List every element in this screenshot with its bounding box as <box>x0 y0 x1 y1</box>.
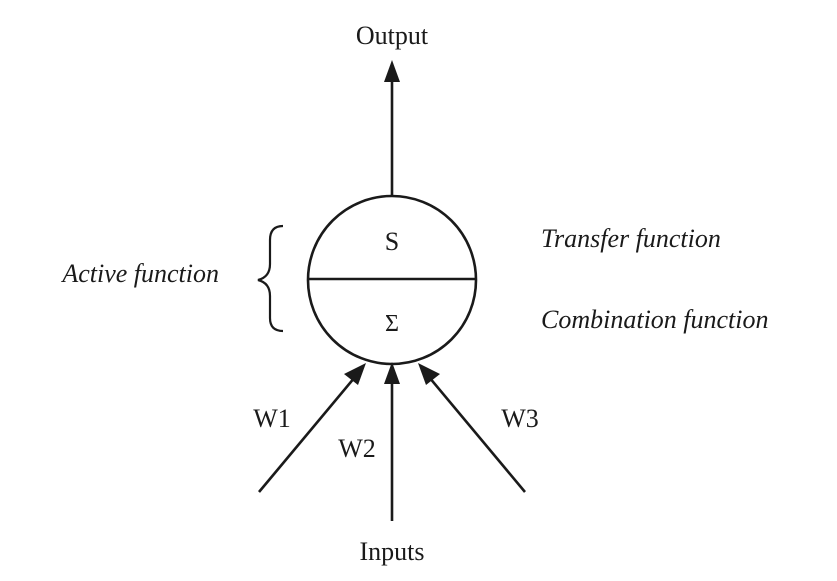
active-function-brace <box>257 224 284 333</box>
weight-label-2: W2 <box>338 434 376 463</box>
output-label: Output <box>356 21 429 50</box>
transfer-symbol: S <box>385 227 399 256</box>
inputs-label: Inputs <box>360 537 425 566</box>
input-arrow-line-1 <box>258 376 356 493</box>
weight-label-3: W3 <box>501 404 539 433</box>
combination-function-label: Combination function <box>541 305 769 334</box>
input-arrowhead-2 <box>384 362 400 384</box>
output-arrowhead <box>384 60 400 82</box>
active-function-label: Active function <box>60 259 219 288</box>
input-arrow-line-3 <box>428 376 526 493</box>
transfer-function-label: Transfer function <box>541 224 721 253</box>
input-arrowhead-1 <box>344 363 366 385</box>
summation-symbol: Σ <box>385 311 399 337</box>
input-arrowhead-3 <box>418 363 440 385</box>
weight-label-1: W1 <box>253 404 291 433</box>
